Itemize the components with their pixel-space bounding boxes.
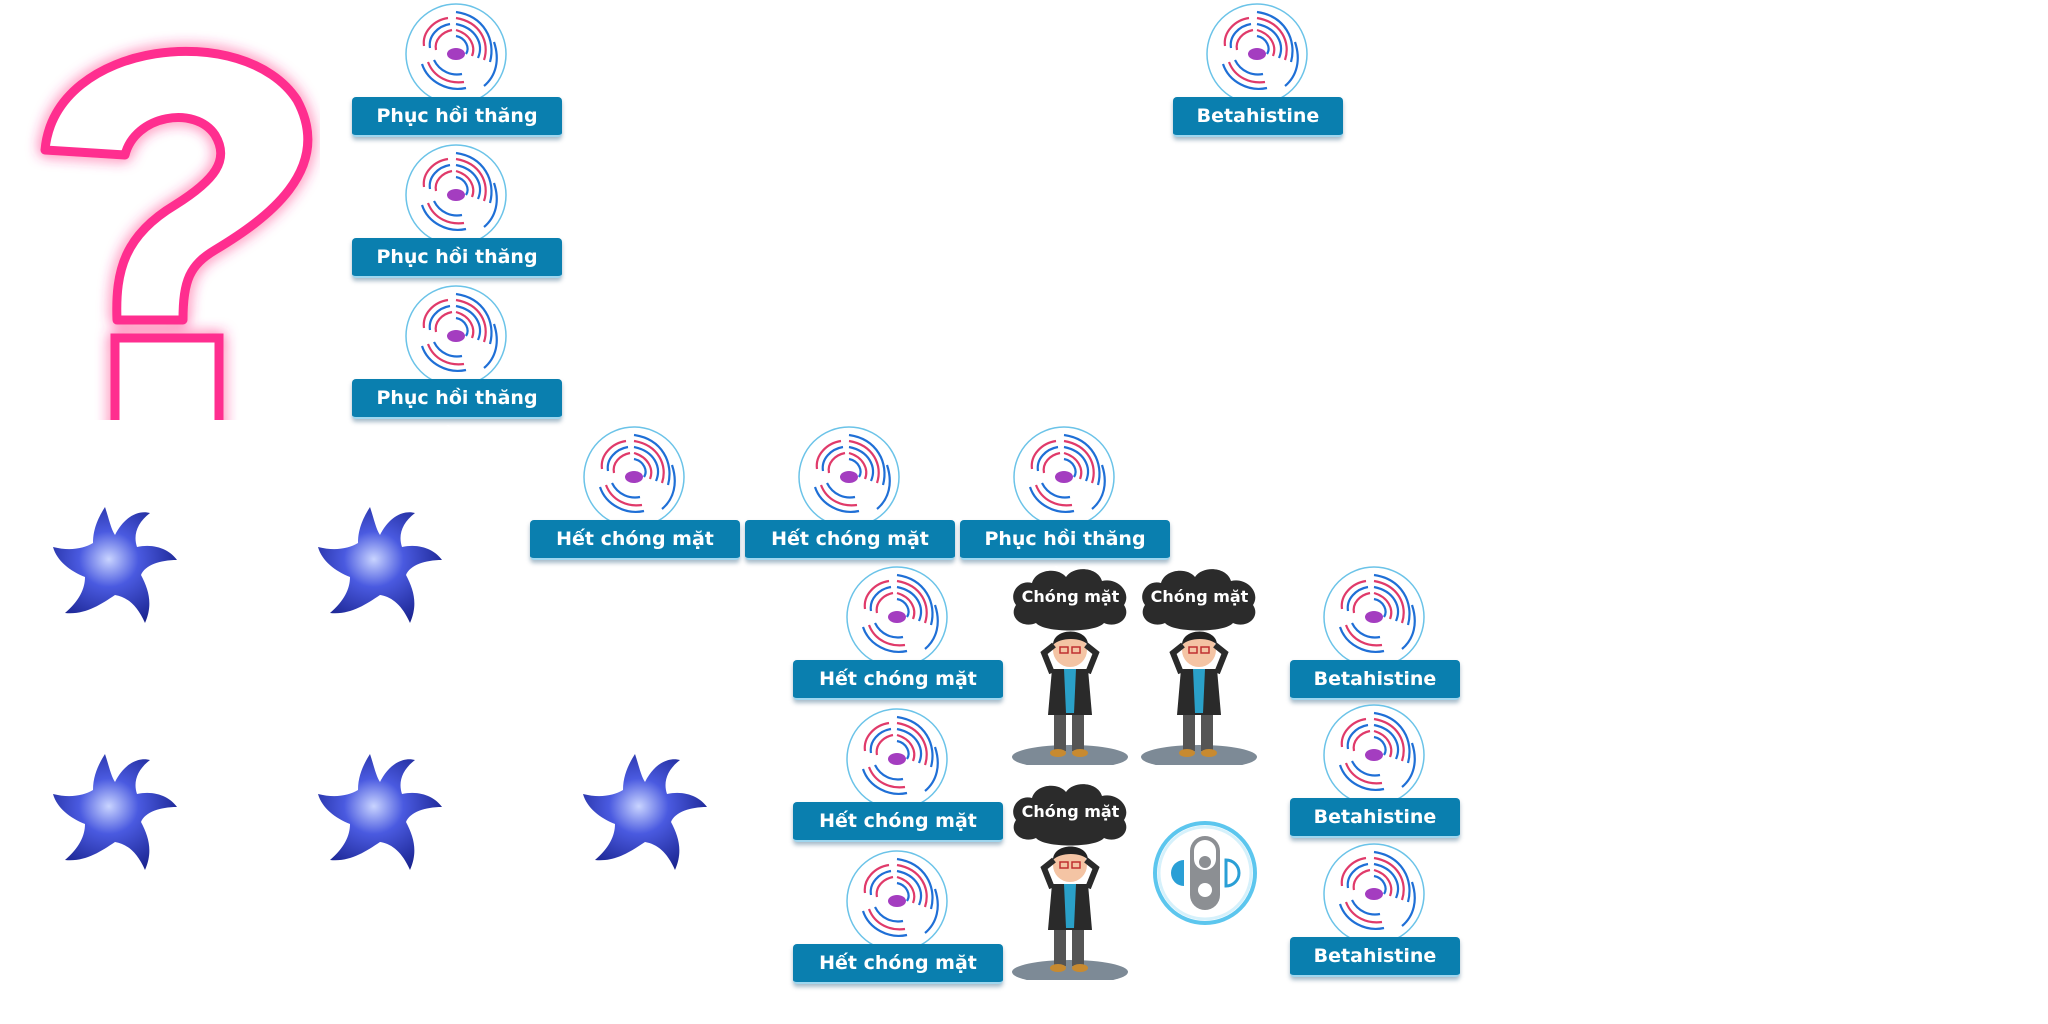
- dizzy-person[interactable]: Chóng mặt: [1008, 565, 1128, 765]
- card-label: Phục hồi thăng bằng: [352, 238, 562, 306]
- card-label: Hết chóng mặt: [745, 520, 955, 560]
- vortex-icon: [845, 849, 949, 953]
- card-label: Hết chóng mặt: [793, 802, 1003, 842]
- no-dizzy-card[interactable]: Hết chóng mặt: [530, 425, 740, 575]
- neuron-icon: [53, 754, 177, 870]
- betahistine-card[interactable]: Betahistine: [1270, 703, 1480, 853]
- vortex-icon: [1322, 565, 1426, 669]
- betahistine-card[interactable]: Betahistine: [1153, 2, 1363, 152]
- dizzy-person[interactable]: Chóng mặt: [1008, 780, 1128, 980]
- card-label: Betahistine: [1173, 97, 1343, 137]
- balance-card[interactable]: Phục hồi thăng bằng: [352, 143, 562, 306]
- vortex-icon: [404, 2, 508, 106]
- vortex-icon: [1205, 2, 1309, 106]
- vortex-icon: [1322, 842, 1426, 946]
- vortex-icon: [845, 707, 949, 811]
- vortex-icon: [845, 565, 949, 669]
- betahistine-card[interactable]: Betahistine: [1270, 565, 1480, 715]
- card-label: Hết chóng mặt: [793, 660, 1003, 700]
- card-label: Betahistine: [1290, 798, 1460, 838]
- neuron-icon: [318, 507, 442, 623]
- card-label: Phục hồi thăng bằng: [352, 379, 562, 447]
- card-label: Hết chóng mặt: [530, 520, 740, 560]
- no-dizzy-card[interactable]: Hết chóng mặt: [745, 425, 955, 575]
- dizzy-person-figure-icon: [1141, 569, 1257, 765]
- card-label: Phục hồi thăng bằng: [960, 520, 1170, 588]
- dizzy-person[interactable]: Chóng mặt: [1137, 565, 1257, 765]
- dizzy-person-figure-icon: [1012, 569, 1128, 765]
- vortex-icon: [404, 143, 508, 247]
- cloud-label: Chóng mặt: [1021, 587, 1120, 606]
- balance-card[interactable]: Phục hồi thăng bằng: [960, 425, 1170, 588]
- card-label: Betahistine: [1290, 660, 1460, 700]
- dizzy-person-figure-icon: [1012, 784, 1128, 980]
- cloud-label: Chóng mặt: [1150, 587, 1249, 606]
- vortex-icon: [1322, 703, 1426, 807]
- betahistine-card[interactable]: Betahistine: [1270, 842, 1480, 992]
- vortex-icon: [582, 425, 686, 529]
- vortex-icon: [797, 425, 901, 529]
- neuron-icon: [53, 507, 177, 623]
- vortex-icon: [1012, 425, 1116, 529]
- cloud-label: Chóng mặt: [1021, 802, 1120, 821]
- balance-card[interactable]: Phục hồi thăng bằng: [352, 2, 562, 165]
- question-mark-icon: [40, 46, 313, 420]
- neuron-icon: [583, 754, 707, 870]
- card-label: Betahistine: [1290, 937, 1460, 977]
- neuron-icon: [318, 754, 442, 870]
- vortex-icon: [404, 284, 508, 388]
- card-label: Phục hồi thăng bằng: [352, 97, 562, 165]
- card-label: Hết chóng mặt: [793, 944, 1003, 984]
- balance-card[interactable]: Phục hồi thăng bằng: [352, 284, 562, 447]
- no-dizzy-card[interactable]: Hết chóng mặt: [793, 707, 1003, 857]
- pill-icon[interactable]: [1150, 818, 1260, 928]
- no-dizzy-card[interactable]: Hết chóng mặt: [793, 849, 1003, 999]
- no-dizzy-card[interactable]: Hết chóng mặt: [793, 565, 1003, 715]
